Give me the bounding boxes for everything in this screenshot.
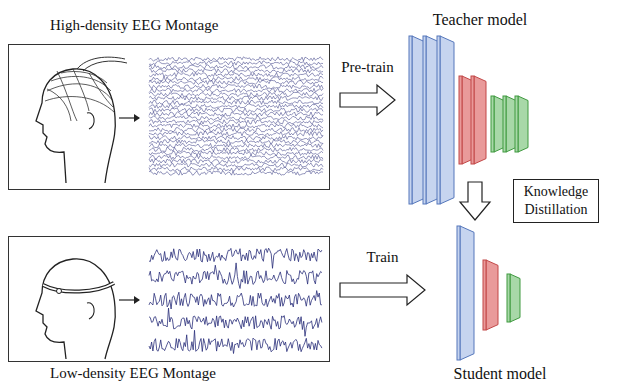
signal-arrowhead [134, 296, 140, 304]
eeg-trace [149, 108, 323, 112]
model-title: Student model [454, 365, 547, 383]
cap-wire [47, 84, 113, 101]
eeg-trace [149, 132, 323, 136]
eeg-trace [149, 171, 323, 175]
cap-wire [89, 73, 113, 107]
cap-wire [57, 71, 77, 121]
head-figure [36, 57, 127, 183]
signal-arrowhead [134, 114, 140, 122]
layer-side [412, 36, 426, 204]
layer-front [503, 96, 506, 152]
model-title: Teacher model [433, 11, 527, 29]
ear [87, 303, 94, 319]
eeg-trace [149, 151, 323, 155]
layer-side [474, 76, 486, 164]
cap-wire [73, 69, 89, 111]
eeg-trace [149, 100, 323, 104]
headband [43, 283, 114, 292]
eeg-trace [149, 104, 323, 108]
eeg-montage-box: High-density EEG Montage [8, 10, 330, 192]
cable [77, 57, 125, 69]
eeg-trace [149, 147, 323, 151]
eeg-illustration [9, 237, 331, 363]
eeg-trace [149, 167, 323, 171]
montage-heading: Low-density EEG Montage [50, 364, 216, 382]
edge-label: Train [365, 248, 401, 266]
layer-side [426, 36, 440, 204]
eeg-trace [149, 159, 323, 163]
model-stack: Student model [430, 222, 570, 386]
block-arrow [340, 85, 395, 115]
head-outline [36, 69, 115, 183]
eeg-trace [149, 96, 323, 100]
eeg-trace [149, 116, 323, 120]
layer-front [457, 226, 460, 360]
eeg-trace [149, 112, 323, 116]
layer-side [486, 260, 498, 330]
eeg-trace [149, 61, 323, 65]
eeg-trace [149, 143, 323, 147]
eeg-trace [149, 135, 323, 139]
eeg-trace [149, 291, 322, 309]
eeg-montage-box: Low-density EEG Montage [8, 236, 330, 384]
electrode [57, 289, 62, 294]
eeg-trace [149, 120, 323, 124]
distillation-label-box: Knowledge Distillation [513, 179, 599, 223]
cable [83, 61, 127, 71]
layer-side [510, 274, 520, 322]
ear [87, 113, 94, 129]
head-figure [36, 259, 115, 359]
eeg-trace [149, 308, 322, 336]
eeg-trace [149, 92, 323, 96]
montage-frame [8, 44, 330, 190]
eeg-trace [149, 330, 322, 353]
block-arrow [460, 182, 490, 220]
head-outline [36, 259, 115, 359]
montage-heading: High-density EEG Montage [50, 16, 218, 34]
cap-wire [47, 89, 71, 121]
layer-front [471, 76, 474, 164]
edge-label: Pre-train [339, 58, 395, 76]
eeg-trace [149, 57, 323, 61]
eeg-trace [149, 155, 323, 159]
eeg-trace [149, 128, 323, 132]
eeg-trace [149, 69, 323, 73]
eeg-trace [149, 163, 323, 167]
layer-side [440, 36, 454, 204]
layer-front [459, 76, 462, 164]
layer-front [409, 36, 412, 204]
model-stack: Teacher model [400, 8, 560, 180]
layer-front [423, 36, 426, 204]
montage-frame [8, 236, 330, 362]
cap-wire [45, 97, 115, 113]
layer-front [483, 260, 486, 330]
layer-front [437, 36, 440, 204]
layer-front [515, 96, 518, 152]
eeg-trace [149, 124, 323, 128]
eeg-trace [149, 88, 323, 92]
headband-inner [43, 283, 114, 292]
eeg-trace [149, 80, 323, 84]
network-layers [430, 222, 570, 386]
layer-front [491, 96, 494, 152]
layer-side [518, 96, 528, 152]
block-arrow [340, 275, 425, 305]
layer-side [460, 226, 474, 360]
eeg-illustration [9, 45, 331, 191]
eeg-trace [149, 77, 323, 81]
eeg-trace [149, 263, 322, 289]
layer-side [462, 76, 474, 164]
eeg-trace [149, 65, 323, 69]
cap-wire [61, 71, 107, 83]
eeg-trace [149, 84, 323, 88]
layer-front [507, 274, 510, 322]
eeg-trace [149, 140, 323, 144]
